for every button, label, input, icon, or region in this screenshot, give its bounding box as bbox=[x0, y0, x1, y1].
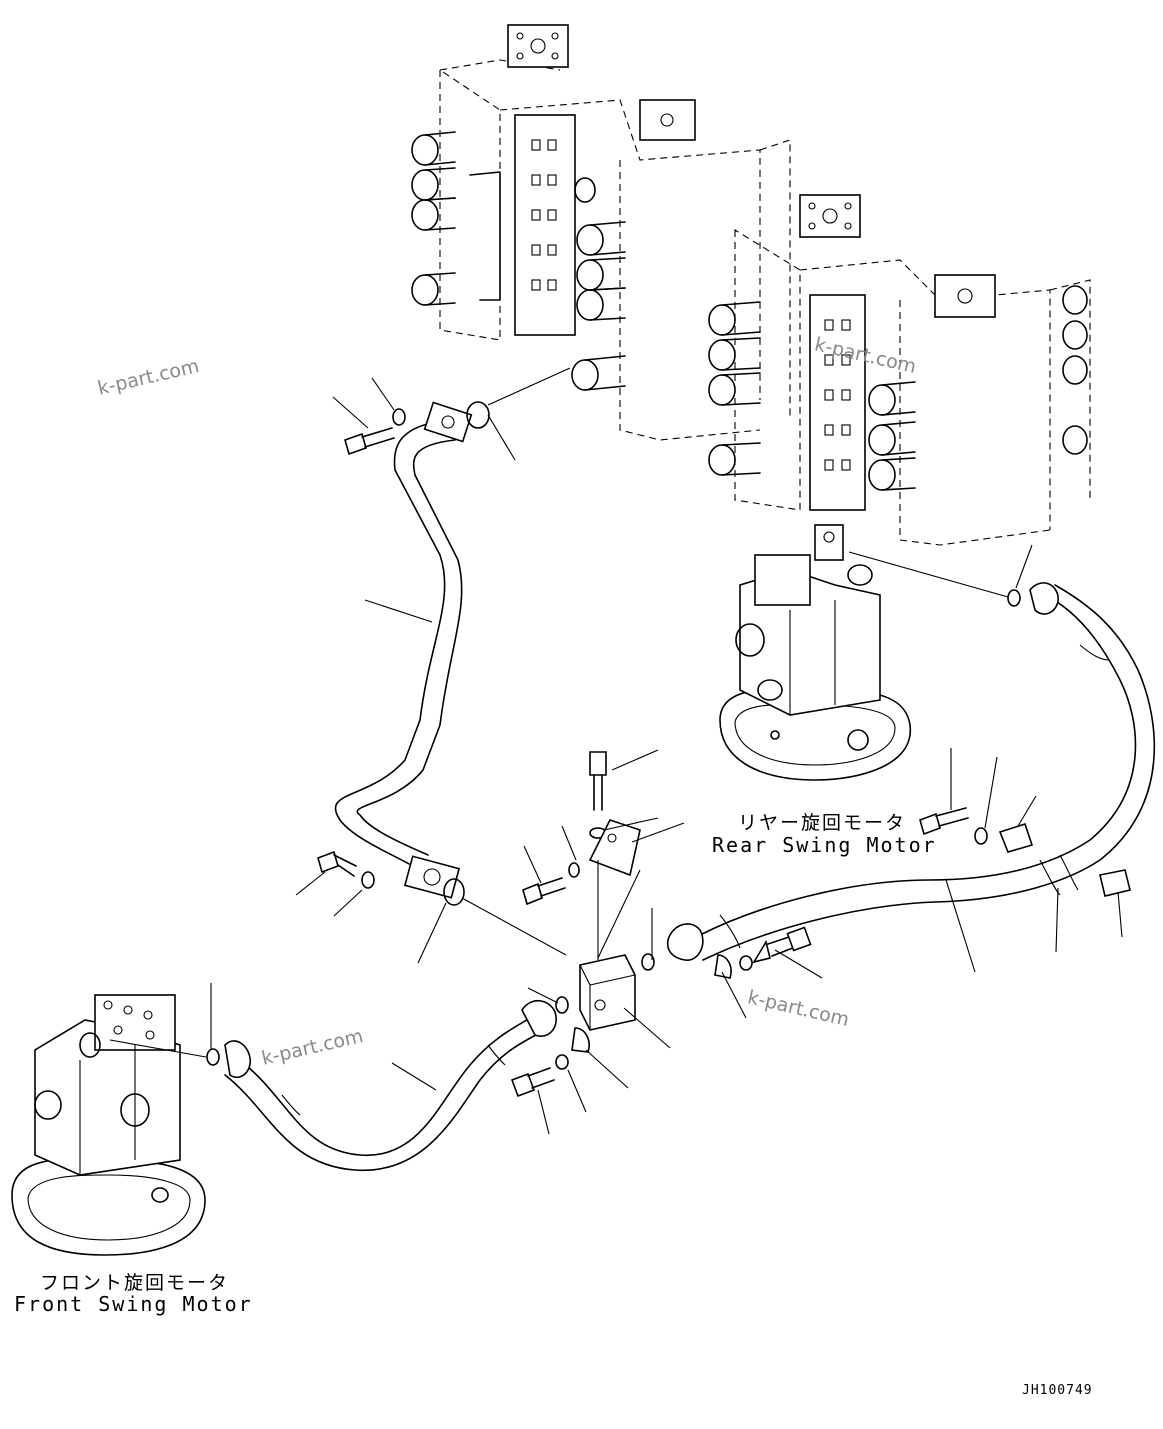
leader-lines bbox=[109, 367, 1123, 1135]
steel-pipe bbox=[334, 401, 473, 899]
hoses bbox=[224, 582, 1156, 1171]
drawing-code: JH100749 bbox=[1022, 1383, 1093, 1398]
control-valve-front bbox=[411, 24, 791, 441]
control-valve-rear bbox=[708, 194, 1091, 546]
rear-swing-motor-label-en: Rear Swing Motor bbox=[712, 833, 937, 857]
fittings bbox=[206, 401, 1131, 1098]
front-swing-motor-label-jp: フロント旋回モータ bbox=[40, 1272, 230, 1294]
front-swing-motor-label-en: Front Swing Motor bbox=[14, 1292, 253, 1316]
rear-swing-motor-label-jp: リヤー旋回モータ bbox=[738, 812, 907, 834]
front-swing-motor bbox=[11, 994, 206, 1256]
rear-swing-motor bbox=[719, 524, 911, 781]
